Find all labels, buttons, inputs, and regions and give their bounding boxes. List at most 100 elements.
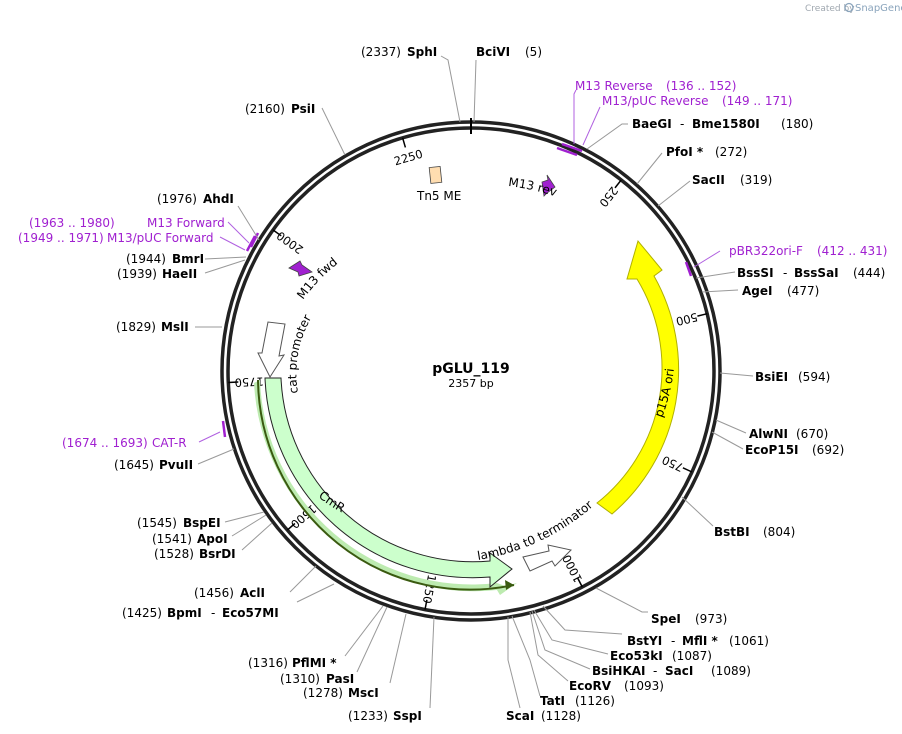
bcivi-leader bbox=[473, 59, 477, 123]
site-pfoi[interactable]: PfoI * (272) bbox=[636, 145, 747, 185]
bsihkai-name: BsiHKAI bbox=[592, 664, 646, 678]
alwni-leader bbox=[715, 419, 747, 434]
bsiei-leader bbox=[719, 372, 754, 377]
apoi-position: (1541) bbox=[152, 532, 192, 546]
ecorv-name: EcoRV bbox=[569, 679, 612, 693]
m13-puc-forward-leader bbox=[219, 236, 246, 251]
bme1580i-name: Bme1580I bbox=[692, 117, 760, 131]
site-bmri[interactable]: (1944) BmrI bbox=[126, 252, 247, 266]
bpmi-sep: - bbox=[211, 606, 215, 620]
site-acli[interactable]: (1456) AclI bbox=[194, 565, 317, 600]
ahdi-leader bbox=[237, 205, 260, 241]
baegi-sep: - bbox=[680, 117, 684, 131]
primer-cat-r[interactable]: (1674 .. 1693) CAT-R bbox=[62, 420, 227, 450]
sacii-leader bbox=[657, 180, 691, 207]
site-bsiei[interactable]: BsiEI (594) bbox=[719, 370, 830, 384]
site-bsrdi[interactable]: (1528) BsrDI bbox=[154, 522, 273, 561]
primer-m13-puc-reverse[interactable]: M13/pUC Reverse (149 .. 171) bbox=[561, 94, 792, 153]
site-ahdi[interactable]: (1976) AhdI bbox=[157, 192, 260, 241]
site-pflmi[interactable]: (1316) PflMI * bbox=[248, 605, 384, 670]
bspei-leader bbox=[224, 511, 265, 523]
site-eco53ki[interactable]: Eco53kI (1087) bbox=[533, 609, 712, 663]
pbr322ori-f-name: pBR322ori-F bbox=[729, 244, 803, 258]
bpmi-name: BpmI bbox=[167, 606, 202, 620]
site-agei[interactable]: AgeI (477) bbox=[701, 284, 819, 298]
primer-pbr322ori-f[interactable]: pBR322ori-F (412 .. 431) bbox=[684, 244, 887, 277]
sacii-position: (319) bbox=[740, 173, 772, 187]
bsihkai-leader bbox=[531, 610, 591, 670]
site-baegi[interactable]: BaeGI - Bme1580I (180) bbox=[586, 117, 813, 150]
tick-label-2000: 2000 bbox=[274, 228, 306, 256]
site-pasi[interactable]: (1310) PasI bbox=[280, 606, 388, 686]
feature-m13-fwd[interactable]: M13 fwd bbox=[288, 255, 340, 302]
site-alwni[interactable]: AlwNI (670) bbox=[715, 419, 828, 441]
cmr-strand-arrowhead bbox=[505, 580, 514, 590]
bsiei-name: BsiEI bbox=[755, 370, 788, 384]
lambda-t0-terminator-label: lambda t0 terminator bbox=[476, 498, 595, 563]
spei-position: (973) bbox=[695, 612, 727, 626]
tati-position: (1126) bbox=[575, 694, 615, 708]
feature-m13-rev[interactable]: M13 rev bbox=[508, 174, 559, 199]
site-scai[interactable]: ScaI (1128) bbox=[506, 617, 581, 723]
site-sphi[interactable]: (2337) SphI bbox=[361, 45, 461, 123]
site-sacii[interactable]: SacII (319) bbox=[657, 173, 772, 207]
cat-r-range: (1674 .. 1693) bbox=[62, 436, 148, 450]
tick-label-500: 500 bbox=[675, 310, 700, 329]
site-ecop15i[interactable]: EcoP15I (692) bbox=[711, 431, 844, 457]
alwni-name: AlwNI bbox=[749, 427, 788, 441]
m13-reverse-range: (136 .. 152) bbox=[666, 79, 736, 93]
m13-puc-forward-name: M13/pUC Forward bbox=[107, 231, 214, 245]
site-pvuii[interactable]: (1645) PvuII bbox=[114, 448, 235, 472]
site-sspi[interactable]: (1233) SspI bbox=[348, 616, 435, 723]
feature-tn5-me[interactable]: Tn5 ME bbox=[416, 165, 461, 203]
site-bpmi[interactable]: (1425) BpmI - Eco57MI bbox=[122, 583, 335, 620]
sspi-leader bbox=[429, 616, 435, 709]
tick-mark-750 bbox=[682, 467, 693, 473]
primer-m13-reverse[interactable]: M13 Reverse (136 .. 152) bbox=[556, 79, 736, 157]
site-bcivi[interactable]: BciVI (5) bbox=[473, 45, 542, 123]
site-tati[interactable]: TatI (1126) bbox=[511, 615, 615, 708]
site-msli[interactable]: (1829) MslI bbox=[116, 320, 222, 334]
bsihkai-position: (1089) bbox=[711, 664, 751, 678]
site-bsssi[interactable]: BssSI - BssSaI (444) bbox=[695, 266, 885, 280]
bsssai-name: BssSaI bbox=[794, 266, 839, 280]
feature-p15a-ori[interactable]: p15A ori bbox=[596, 239, 680, 515]
site-bstyi[interactable]: BstYI - MflI * (1061) bbox=[542, 605, 769, 648]
psii-leader bbox=[321, 107, 346, 156]
primer-m13-forward[interactable]: (1963 .. 1980) M13 Forward bbox=[29, 216, 260, 248]
tn5-me-box bbox=[428, 165, 443, 184]
site-ecorv[interactable]: EcoRV (1093) bbox=[529, 611, 664, 693]
site-bsihkai[interactable]: BsiHKAI - SacI (1089) bbox=[531, 610, 751, 678]
credit: Created by SnapGene bbox=[805, 2, 902, 14]
site-psii[interactable]: (2160) PsiI bbox=[245, 102, 346, 156]
acli-leader bbox=[289, 565, 317, 593]
m13-fwd-label: M13 fwd bbox=[294, 255, 340, 302]
m13-reverse-name: M13 Reverse bbox=[575, 79, 653, 93]
site-bspei[interactable]: (1545) BspEI bbox=[137, 511, 265, 530]
site-bstbi[interactable]: BstBI (804) bbox=[681, 496, 795, 539]
ahdi-name: AhdI bbox=[203, 192, 234, 206]
site-haeii[interactable]: (1939) HaeII bbox=[117, 259, 246, 281]
site-spei[interactable]: SpeI (973) bbox=[595, 587, 727, 626]
spei-leader bbox=[595, 587, 648, 613]
tick-mark-2000 bbox=[272, 229, 282, 237]
feature-cmr[interactable]: CmR bbox=[254, 377, 517, 595]
tick-label-750: 750 bbox=[660, 453, 686, 475]
tick-label-2250: 2250 bbox=[392, 147, 424, 169]
m13-forward-range: (1963 .. 1980) bbox=[29, 216, 115, 230]
haeii-leader bbox=[204, 259, 246, 274]
ecorv-leader bbox=[529, 611, 569, 682]
pasi-leader bbox=[356, 606, 388, 673]
bsrdi-name: BsrDI bbox=[199, 547, 236, 561]
m13-reverse-leader bbox=[573, 89, 577, 144]
site-apoi[interactable]: (1541) ApoI bbox=[152, 514, 267, 546]
bcivi-name: BciVI bbox=[476, 45, 510, 59]
primer-m13-puc-forward[interactable]: (1949 .. 1971) M13/pUC Forward bbox=[18, 231, 257, 252]
m13-fwd-arrow bbox=[288, 260, 313, 277]
tick-label-250: 250 bbox=[596, 184, 621, 210]
psii-position: (2160) bbox=[245, 102, 285, 116]
sphi-name: SphI bbox=[407, 45, 437, 59]
bsssi-position: (444) bbox=[853, 266, 885, 280]
site-msci[interactable]: (1278) MscI bbox=[303, 613, 407, 700]
